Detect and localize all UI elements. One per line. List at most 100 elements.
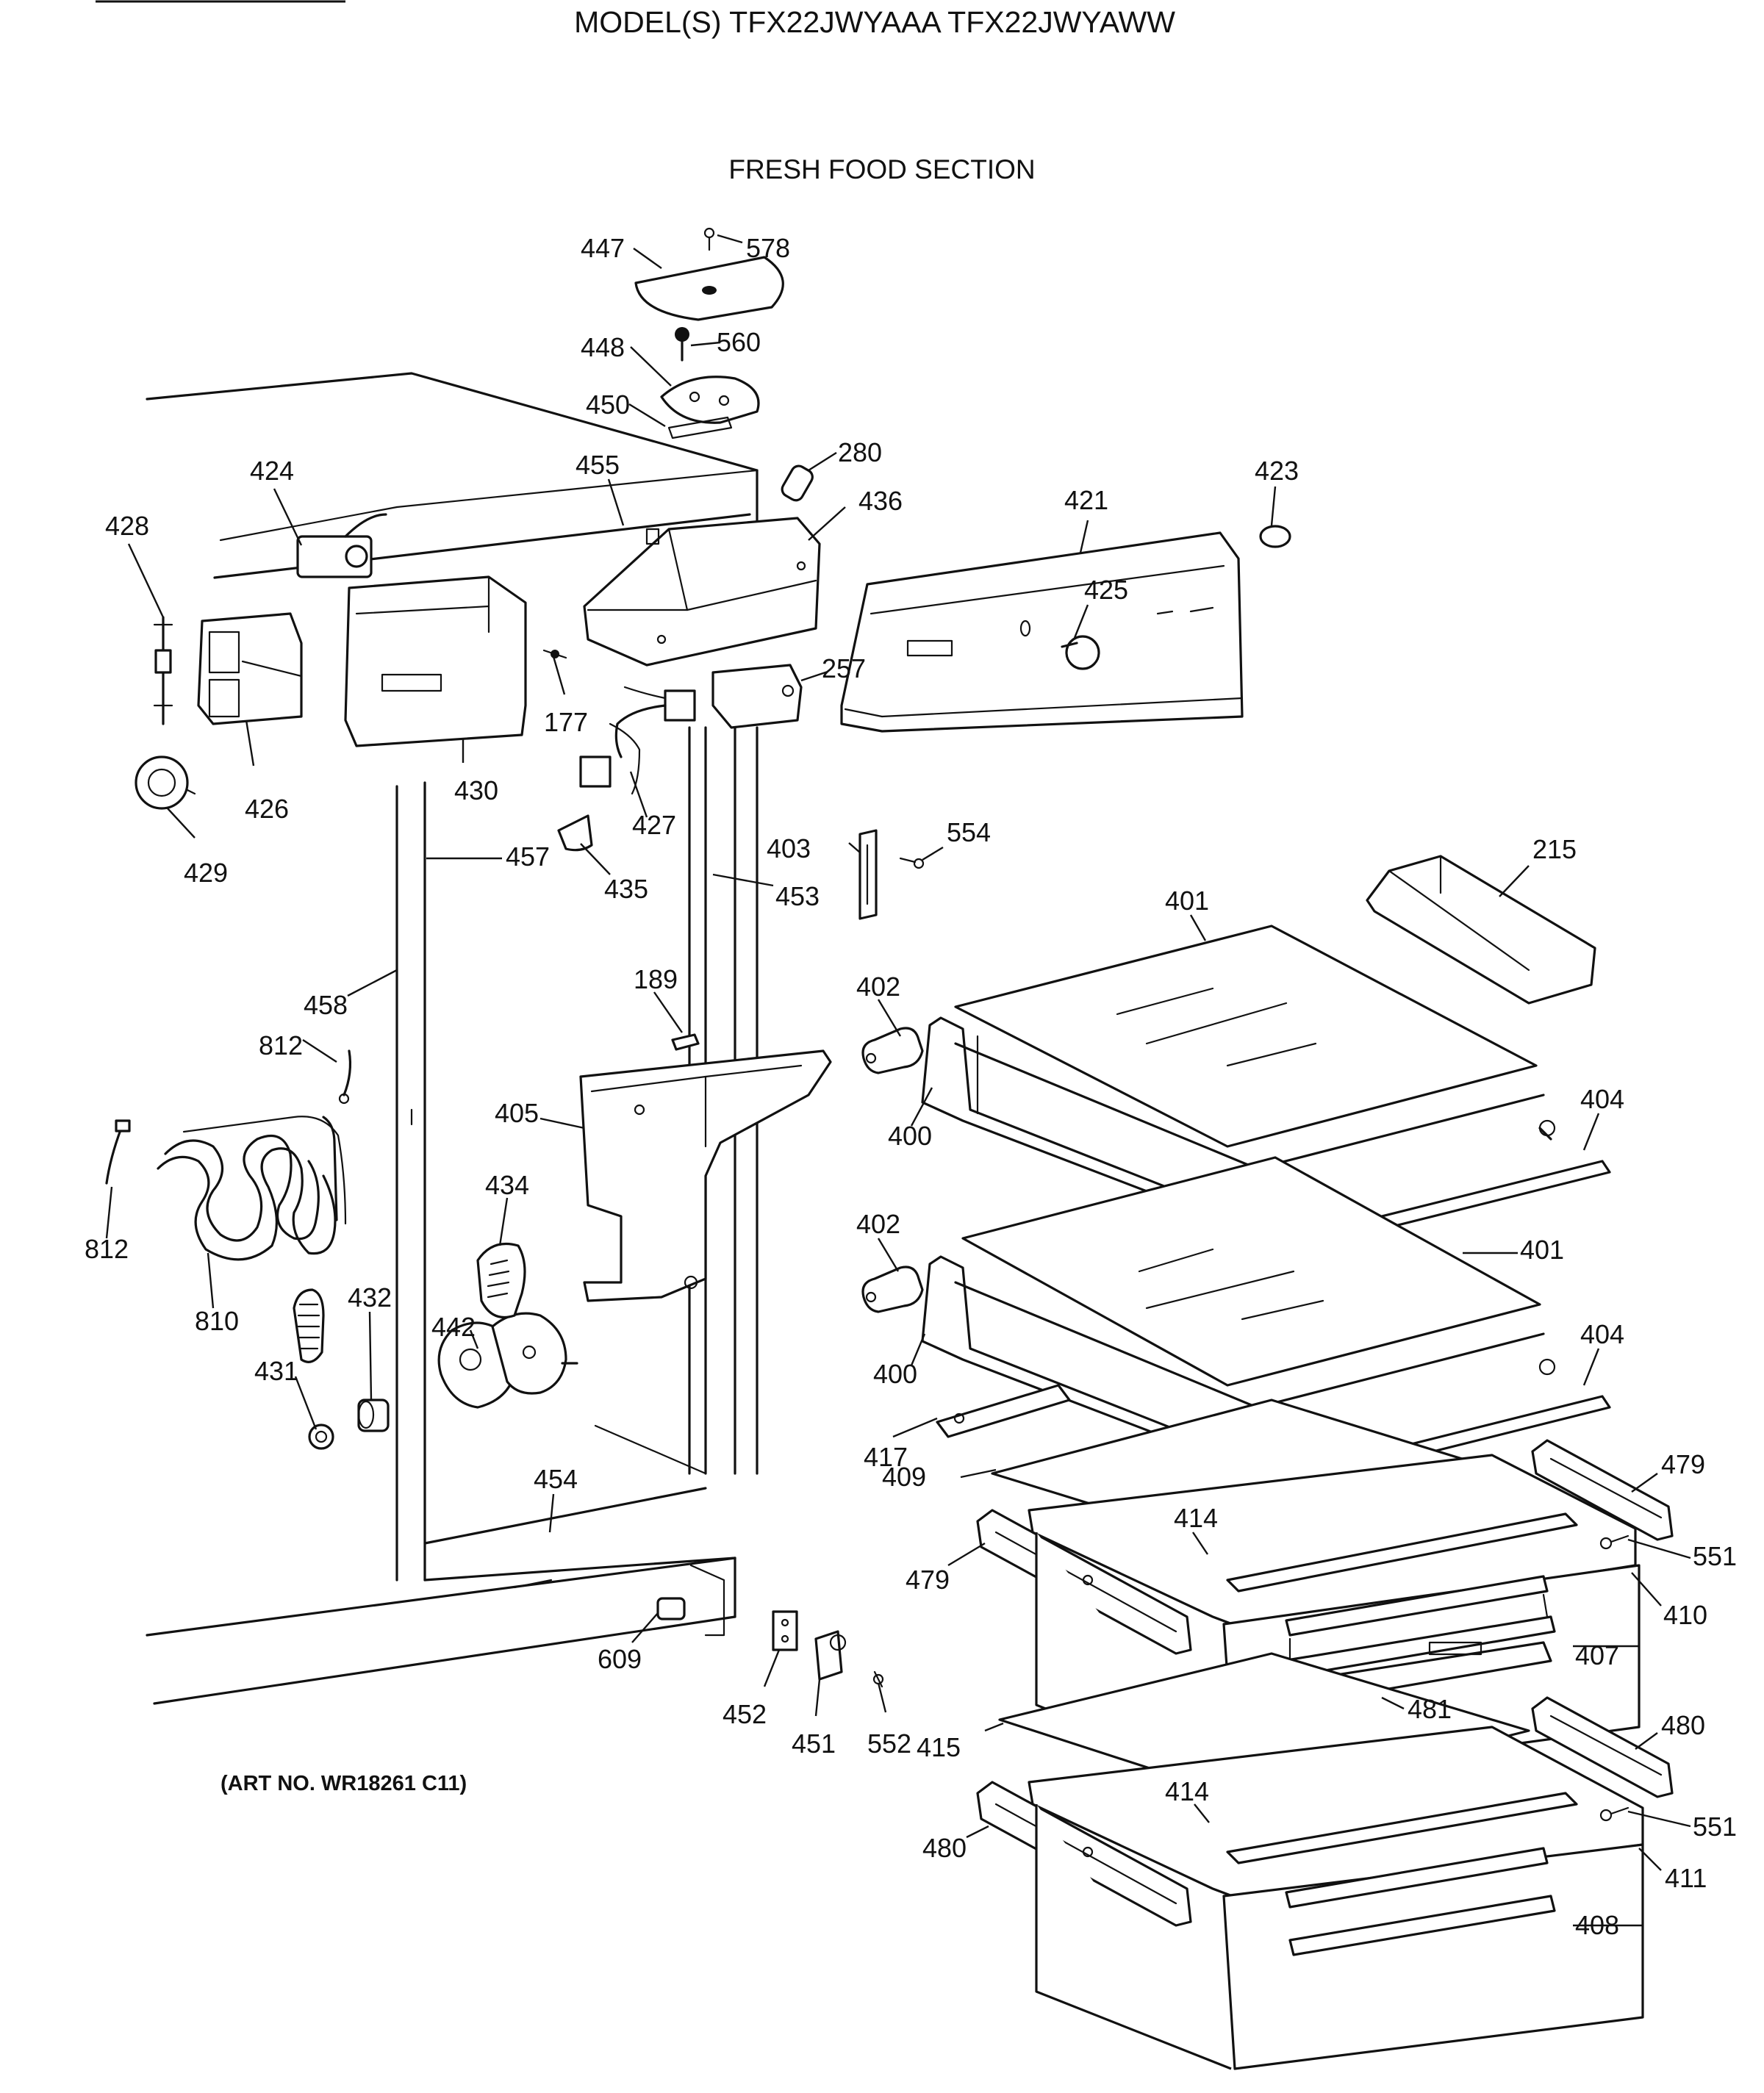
part-label: 423 xyxy=(1255,456,1299,486)
part-label: 409 xyxy=(882,1462,926,1492)
part-label: 189 xyxy=(634,964,678,994)
part-label: 448 xyxy=(581,332,625,362)
slide-480-left xyxy=(976,1781,1192,1927)
part-label: 400 xyxy=(888,1121,932,1151)
part-label: 442 xyxy=(431,1312,476,1342)
screw-177 xyxy=(542,649,567,659)
part-label: 215 xyxy=(1532,834,1577,864)
part-label: 554 xyxy=(947,817,991,847)
screw-551-lower xyxy=(1599,1806,1629,1822)
leader-lines xyxy=(105,234,1691,1927)
part-label: 551 xyxy=(1693,1541,1737,1571)
rail-417 xyxy=(936,1384,1071,1438)
part-label: 452 xyxy=(723,1699,767,1729)
shelf-bin-215 xyxy=(1366,855,1596,1005)
part-label: 479 xyxy=(906,1565,950,1595)
lamp-423 xyxy=(1259,525,1291,548)
part-label: 417 xyxy=(864,1442,908,1472)
hinge-451 xyxy=(814,1630,847,1681)
part-label: 451 xyxy=(792,1728,836,1759)
part-label: 454 xyxy=(534,1464,578,1494)
harness-427 xyxy=(579,686,696,795)
sensor-428 xyxy=(153,616,173,725)
bracket-609 xyxy=(656,1564,725,1637)
part-431-fitting xyxy=(308,1424,334,1450)
control-panel-421 xyxy=(840,531,1244,733)
part-label: 435 xyxy=(604,874,648,904)
light-socket-426 xyxy=(197,612,303,725)
part-label: 404 xyxy=(1580,1084,1624,1114)
glass-shelf-401-lower xyxy=(961,1156,1541,1387)
fan-bracket xyxy=(660,376,760,424)
part-label: 408 xyxy=(1575,1910,1619,1940)
part-label: 404 xyxy=(1580,1319,1624,1349)
part-label: 414 xyxy=(1165,1776,1209,1806)
part-label: 481 xyxy=(1408,1694,1452,1724)
part-label: 402 xyxy=(856,1209,900,1239)
part-label: 453 xyxy=(775,881,820,911)
part-label: 432 xyxy=(348,1282,392,1313)
part-label: 407 xyxy=(1575,1640,1619,1670)
part-label: 434 xyxy=(485,1170,529,1200)
part-label: 578 xyxy=(746,233,790,263)
part-label: 415 xyxy=(917,1732,961,1762)
part-label: 257 xyxy=(822,653,866,683)
part-label: 177 xyxy=(544,707,588,737)
part-label: 410 xyxy=(1663,1600,1707,1630)
part-label: 447 xyxy=(581,233,625,263)
duct-405 xyxy=(579,1049,832,1302)
tube-812 xyxy=(338,1049,352,1105)
support-403 xyxy=(858,829,878,920)
light-bulb-429 xyxy=(135,755,196,810)
part-label: 560 xyxy=(717,327,761,357)
fitting-432 xyxy=(357,1399,390,1432)
water-valve-442 xyxy=(437,1312,578,1409)
fan-motor-cover xyxy=(634,256,784,321)
tube-812-left xyxy=(105,1119,131,1185)
cover-452 xyxy=(772,1610,798,1651)
slide-479-left xyxy=(976,1509,1192,1655)
part-label: 425 xyxy=(1084,575,1128,605)
part-label: 403 xyxy=(767,833,811,864)
part-label: 810 xyxy=(195,1306,239,1336)
screw-554 xyxy=(899,857,925,869)
model-line: MODEL(S) TFX22JWYAAA TFX22JWYAWW xyxy=(574,5,1175,39)
part-label: 428 xyxy=(105,511,149,541)
screw-578 xyxy=(703,227,715,251)
part-labels: 447 578 448 560 450 280 455 436 424 428 … xyxy=(85,233,1737,1940)
clip-189 xyxy=(671,1033,700,1051)
section-title: FRESH FOOD SECTION xyxy=(728,154,1035,184)
part-label: 426 xyxy=(245,794,289,824)
timer-257 xyxy=(711,664,803,729)
part-label: 812 xyxy=(85,1234,129,1264)
part-label: 405 xyxy=(495,1098,539,1128)
part-label: 458 xyxy=(304,990,348,1020)
part-label: 414 xyxy=(1174,1503,1218,1533)
part-label: 609 xyxy=(598,1644,642,1674)
part-label: 280 xyxy=(838,437,882,467)
part-label: 401 xyxy=(1165,886,1209,916)
part-label: 400 xyxy=(873,1359,917,1389)
control-housing-436 xyxy=(583,517,821,667)
screw-551-upper xyxy=(1599,1534,1629,1550)
grille-434 xyxy=(476,1242,526,1319)
art-number: (ART NO. WR18261 C11) xyxy=(220,1772,467,1795)
part-label: 436 xyxy=(858,486,903,516)
part-label: 421 xyxy=(1064,485,1108,515)
part-label: 429 xyxy=(184,858,228,888)
shield-430 xyxy=(344,575,527,747)
part-label: 479 xyxy=(1661,1449,1705,1479)
grille-431 xyxy=(293,1288,325,1363)
knob-425 xyxy=(1061,635,1100,670)
part-label: 411 xyxy=(1665,1863,1707,1893)
drawer-408 xyxy=(1028,1726,1644,2070)
slide-480-right xyxy=(1531,1696,1674,1798)
part-label: 457 xyxy=(506,841,550,872)
part-label: 480 xyxy=(1661,1710,1705,1740)
slide-479-right xyxy=(1531,1439,1674,1541)
screw-560 xyxy=(675,327,689,362)
glass-shelf-401-upper xyxy=(954,925,1538,1148)
gasket-450 xyxy=(667,416,733,439)
clip-435 xyxy=(557,814,593,852)
